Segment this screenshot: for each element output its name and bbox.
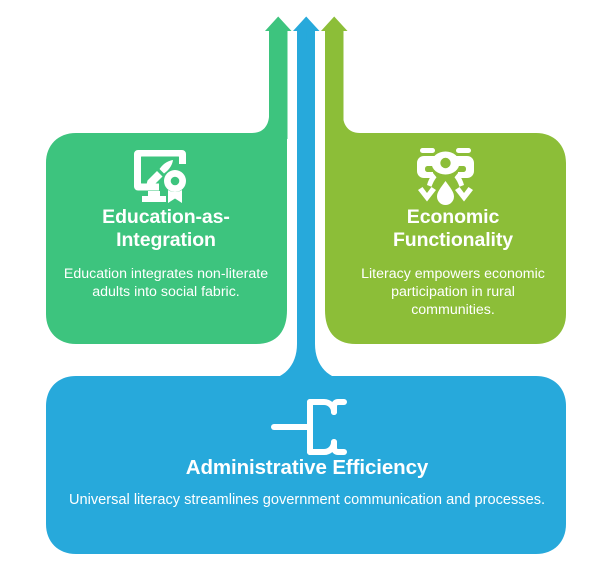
blue-arrow-head xyxy=(293,16,320,41)
monitor-paintbrush-award-icon xyxy=(134,150,186,203)
blue-shaft-right-flare xyxy=(315,344,349,380)
blue-flow-group xyxy=(46,16,566,554)
blue-shaft-left-flare xyxy=(263,344,297,380)
agriculture-drone-droplet-icon xyxy=(417,148,474,205)
green-arrow-shaft xyxy=(269,29,288,139)
administrative-card-shape[interactable] xyxy=(46,376,566,554)
green-flow-group xyxy=(46,16,292,344)
olive-arrow-shaft xyxy=(325,29,344,139)
olive-arrow-head xyxy=(321,16,348,41)
green-arrow-head xyxy=(265,16,292,41)
olive-flow-group xyxy=(321,16,566,344)
sitemap-branch-icon xyxy=(271,399,347,455)
education-card-shape[interactable] xyxy=(46,40,287,344)
blue-arrow-shaft xyxy=(297,29,315,381)
